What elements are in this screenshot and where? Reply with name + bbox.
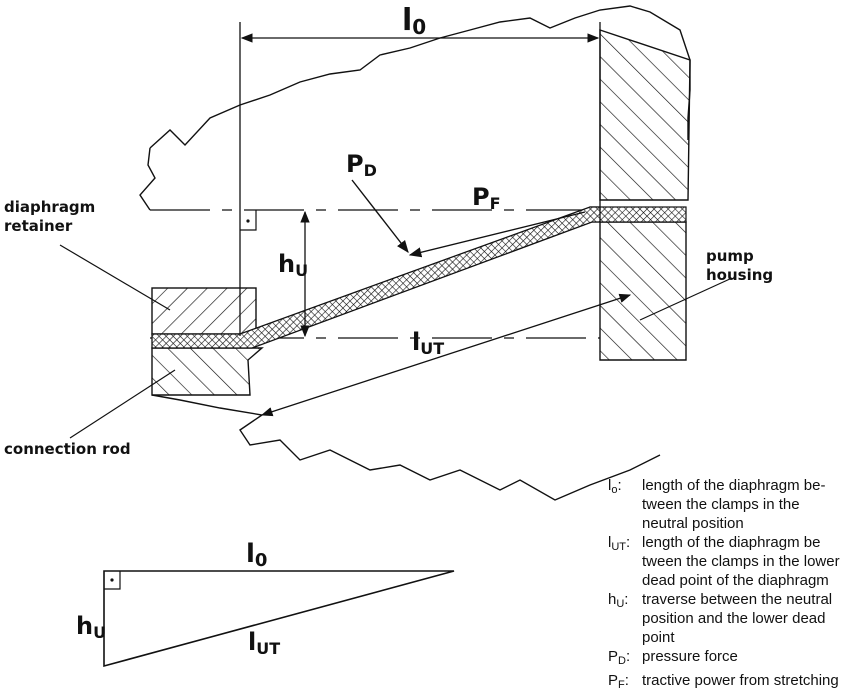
housing-leader (639, 277, 733, 321)
connection-rod-block (151, 347, 264, 396)
retainer-leader (59, 244, 171, 311)
legend-row-pf: PF: tractive power from stretching (608, 672, 839, 691)
lut-label: lUT (412, 328, 444, 358)
tri-lut-label: lUT (248, 628, 280, 658)
right-angle-marker (240, 210, 257, 231)
tri-hu-label: hU (76, 612, 106, 642)
clamp-membrane-right (589, 206, 687, 223)
hu-label: hU (278, 250, 308, 280)
retainer-label-1: diaphragm (4, 198, 95, 216)
housing-bottom-outline (151, 394, 661, 501)
legend-row-pd: PD: pressure force (608, 648, 738, 667)
rod-leader (69, 369, 176, 439)
triangle-right-angle (104, 571, 121, 590)
pf-label: PF (472, 183, 501, 213)
l0-label: l0 (402, 3, 426, 39)
housing-label-1: pump (706, 247, 754, 265)
lut-dimension (260, 293, 632, 417)
retainer-label-2: retainer (4, 217, 73, 235)
pump-housing-upper (599, 29, 691, 201)
diaphragm-strip (151, 206, 601, 349)
pump-housing-lower (599, 221, 687, 361)
rod-label: connection rod (4, 440, 131, 458)
legend-row-l0: lo: length of the diaphragm be- tween th… (608, 477, 826, 532)
legend-row-hu: hU: traverse between the neutral positio… (608, 591, 833, 646)
tri-l0-label: l0 (246, 539, 267, 571)
pd-label: PD (346, 150, 377, 180)
pd-arrow (351, 179, 409, 253)
legend-row-lut: lUT: length of the diaphragm be tween th… (608, 534, 840, 589)
legend: lo: length of the diaphragm be- tween th… (608, 476, 852, 695)
triangle (103, 570, 455, 668)
pf-arrow (408, 211, 586, 258)
housing-label-2: housing (706, 266, 773, 284)
diaphragm-retainer-block (151, 287, 257, 335)
